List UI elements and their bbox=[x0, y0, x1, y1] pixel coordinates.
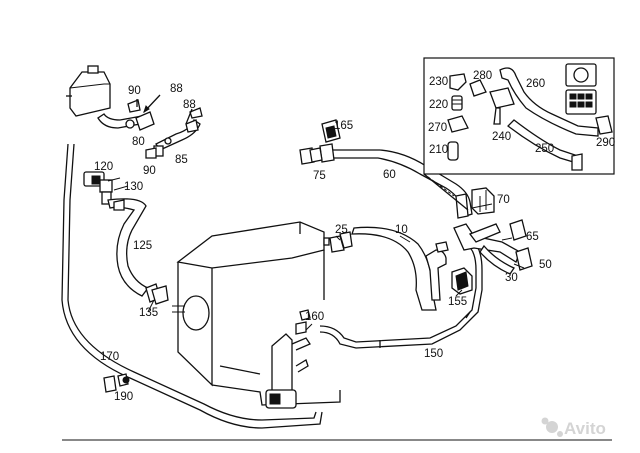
callout-60: 60 bbox=[383, 169, 396, 181]
callout-70: 70 bbox=[497, 194, 510, 206]
callout-290: 290 bbox=[596, 137, 615, 149]
callout-85: 85 bbox=[175, 154, 188, 166]
callout-88: 88 bbox=[170, 83, 183, 95]
callout-210: 210 bbox=[429, 144, 448, 156]
callout-165: 165 bbox=[334, 120, 353, 132]
clamp-65 bbox=[509, 219, 527, 241]
clip-190 bbox=[103, 373, 130, 393]
callout-65: 65 bbox=[526, 231, 539, 243]
callout-150: 150 bbox=[424, 348, 443, 360]
callout-230: 230 bbox=[429, 76, 448, 88]
callout-125: 125 bbox=[133, 240, 152, 252]
callout-260: 260 bbox=[526, 78, 545, 90]
watermark-text: Avito bbox=[564, 419, 606, 438]
callout-135: 135 bbox=[139, 307, 158, 319]
callout-120: 120 bbox=[94, 161, 113, 173]
pipe-170 bbox=[61, 143, 323, 429]
callout-10: 10 bbox=[395, 224, 408, 236]
hose-10 bbox=[351, 226, 449, 311]
callout-labels: 90 88 88 80 85 90 120 130 125 135 170 19… bbox=[94, 70, 615, 403]
clamp-75 bbox=[299, 147, 323, 165]
hose-125 bbox=[107, 198, 169, 305]
callout-50: 50 bbox=[539, 259, 552, 271]
callout-90: 90 bbox=[143, 165, 156, 177]
callout-160: 160 bbox=[305, 311, 324, 323]
callout-250: 250 bbox=[535, 143, 554, 155]
callout-75: 75 bbox=[313, 170, 326, 182]
callout-170: 170 bbox=[100, 351, 119, 363]
clamp-165 bbox=[321, 119, 341, 143]
clamp-50 bbox=[515, 247, 533, 271]
callout-270: 270 bbox=[428, 122, 447, 134]
inset-panel bbox=[423, 57, 615, 211]
callout-240: 240 bbox=[492, 131, 511, 143]
expansion-tank bbox=[66, 65, 111, 117]
callout-155: 155 bbox=[448, 296, 467, 308]
avito-logo-icon bbox=[546, 421, 558, 433]
callout-220: 220 bbox=[429, 99, 448, 111]
callout-130: 130 bbox=[124, 181, 143, 193]
callout-90: 90 bbox=[128, 85, 141, 97]
leader-lines bbox=[107, 177, 525, 331]
engine-block bbox=[172, 221, 341, 406]
hose-60 bbox=[319, 143, 473, 219]
callout-190: 190 bbox=[114, 391, 133, 403]
hose-80 bbox=[97, 111, 155, 131]
bracket-70 bbox=[471, 187, 495, 215]
valve-120 bbox=[83, 171, 113, 205]
connector-30 bbox=[453, 223, 521, 275]
part-155 bbox=[451, 267, 473, 295]
callout-80: 80 bbox=[132, 136, 145, 148]
callout-25: 25 bbox=[335, 224, 348, 236]
clamps-88-90 bbox=[127, 94, 203, 159]
callout-88: 88 bbox=[183, 99, 196, 111]
heater-valve-160 bbox=[265, 309, 311, 409]
watermark: Avito bbox=[541, 417, 606, 438]
callout-30: 30 bbox=[505, 272, 518, 284]
callout-280: 280 bbox=[473, 70, 492, 82]
